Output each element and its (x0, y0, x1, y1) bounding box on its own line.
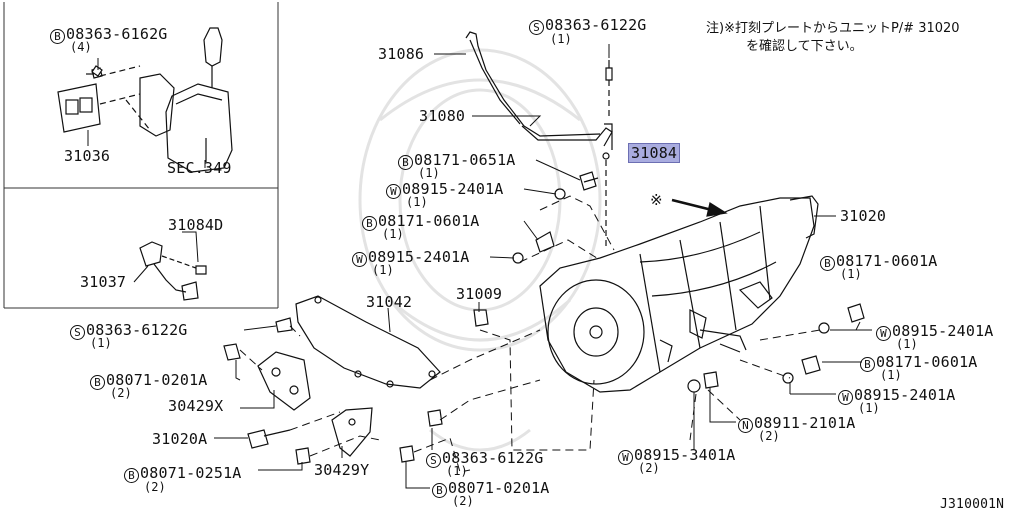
part-number: 08171-0601A (876, 353, 978, 371)
brackets (257, 351, 373, 457)
part-label-31084d[interactable]: 31084D (168, 216, 224, 234)
part-qty: (1) (372, 263, 394, 277)
document-code: J310001N (940, 497, 1005, 512)
switch-assembly (139, 241, 207, 301)
part-prefix: W (876, 326, 891, 341)
part-number: 08171-0601A (836, 252, 938, 270)
part-qty: (1) (880, 368, 902, 382)
part-qty: (1) (90, 336, 112, 350)
part-number: 08915-2401A (892, 322, 994, 340)
part-number: 08915-3401A (634, 446, 736, 464)
part-qty: (2) (110, 386, 132, 400)
part-label-31086[interactable]: 31086 (378, 45, 425, 63)
part-label-31020a[interactable]: 31020A (152, 430, 208, 448)
part-number: 08915-2401A (368, 248, 470, 266)
part-prefix: S (70, 325, 85, 340)
part-prefix: W (838, 390, 853, 405)
indicator-arrow (671, 198, 728, 217)
part-qty: (2) (144, 480, 166, 494)
part-label-31036[interactable]: 31036 (64, 147, 111, 165)
part-prefix: S (529, 20, 544, 35)
part-number: 08071-0251A (140, 464, 242, 482)
linkage-parts (465, 31, 613, 250)
part-prefix: B (90, 375, 105, 390)
part-prefix: W (386, 184, 401, 199)
part-number: 08071-0201A (106, 371, 208, 389)
part-number: 08171-0601A (378, 212, 480, 230)
part-label-30429x[interactable]: 30429X (168, 397, 224, 415)
part-prefix: B (432, 483, 447, 498)
part-label-sec349[interactable]: SEC.349 (167, 159, 232, 177)
part-qty: (1) (858, 401, 880, 415)
part-number: 08915-2401A (854, 386, 956, 404)
part-prefix: B (50, 29, 65, 44)
inset-frames (3, 2, 279, 309)
part-number: 08363-6122G (86, 321, 188, 339)
part-qty: (2) (452, 494, 474, 508)
part-number: 08911-2101A (754, 414, 856, 432)
part-qty: (2) (638, 461, 660, 475)
part-label-30429y[interactable]: 30429Y (314, 461, 370, 479)
part-qty: (1) (896, 337, 918, 351)
part-prefix: W (352, 252, 367, 267)
part-number: 08363-6162G (66, 25, 168, 43)
part-qty: (4) (70, 40, 92, 54)
part-prefix: N (738, 418, 753, 433)
part-prefix: S (426, 453, 441, 468)
leader-lines (87, 44, 872, 489)
part-number-highlight: 31084 (628, 143, 681, 163)
part-qty: (1) (550, 32, 572, 46)
bolts (91, 65, 865, 465)
part-label-31084[interactable]: 31084 (628, 143, 681, 163)
part-label-31020[interactable]: 31020 (840, 207, 887, 225)
part-number: 08363-6122G (545, 16, 647, 34)
converter-cover-31042 (295, 295, 441, 389)
part-label-31009[interactable]: 31009 (456, 285, 503, 303)
part-prefix: B (124, 468, 139, 483)
part-qty: (1) (418, 166, 440, 180)
shifter-assembly (57, 27, 233, 173)
part-prefix: B (860, 357, 875, 372)
note-line-1: 注)※打刻プレートからユニットP/# 31020 (706, 21, 960, 36)
part-qty: (2) (758, 429, 780, 443)
part-prefix: W (618, 450, 633, 465)
part-label-31042[interactable]: 31042 (366, 293, 413, 311)
part-number: 08171-0651A (414, 151, 516, 169)
part-qty: (1) (446, 464, 468, 478)
part-prefix: B (820, 256, 835, 271)
part-prefix: B (362, 216, 377, 231)
part-number: 08363-6122G (442, 449, 544, 467)
part-qty: (1) (382, 227, 404, 241)
dashed-lines (239, 195, 821, 473)
part-label-31037[interactable]: 31037 (80, 273, 127, 291)
part-qty: (1) (406, 195, 428, 209)
transmission-body (539, 195, 819, 393)
part-label-31080[interactable]: 31080 (419, 107, 466, 125)
part-number: 08071-0201A (448, 479, 550, 497)
part-number: 08915-2401A (402, 180, 504, 198)
star-mark: ※ (650, 191, 663, 209)
part-prefix: B (398, 155, 413, 170)
note-line-2: を確認して下さい。 (746, 39, 863, 54)
part-qty: (1) (840, 267, 862, 281)
